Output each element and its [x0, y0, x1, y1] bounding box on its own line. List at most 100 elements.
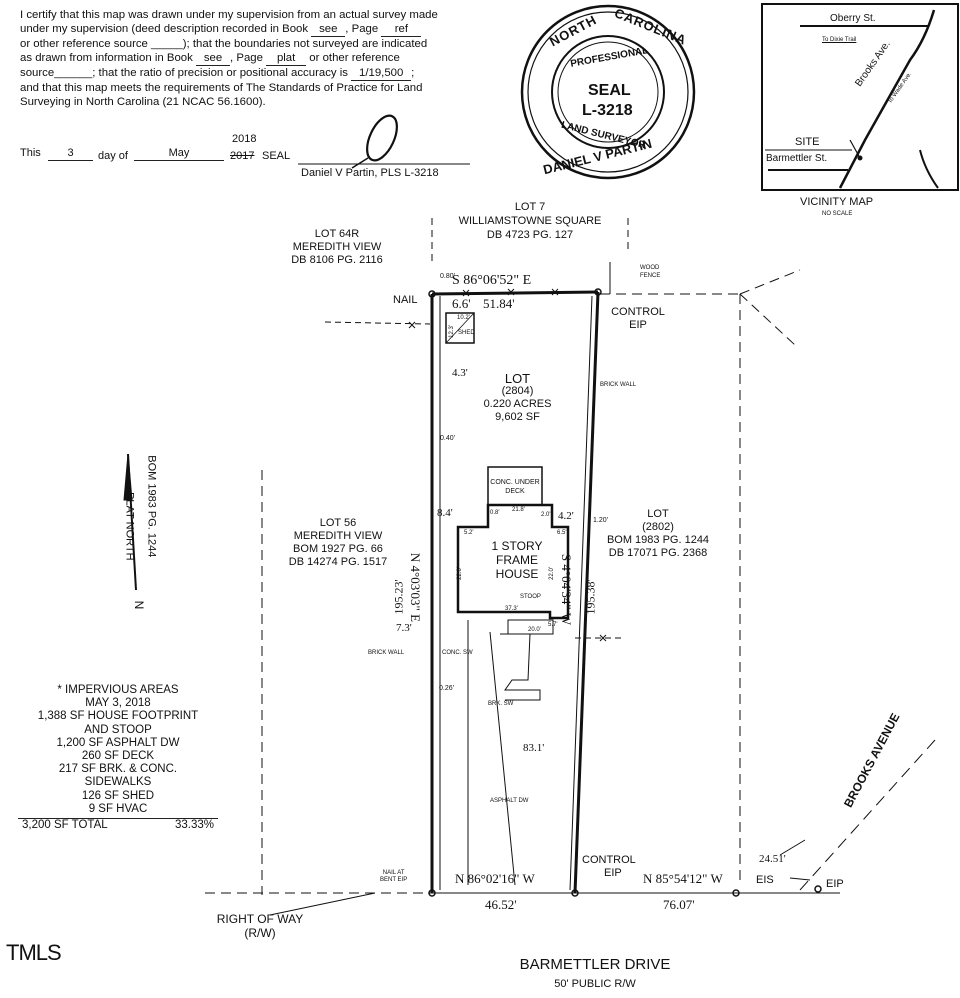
eis-label: EIS: [756, 874, 774, 886]
stoop-label: STOOP: [520, 594, 541, 600]
vicinity-map-frame: [761, 3, 959, 191]
lot56-label: LOT 56 MEREDITH VIEW BOM 1927 PG. 66 DB …: [278, 517, 398, 569]
book-value: see: [311, 22, 346, 37]
dist-4-2: 4.2': [558, 510, 574, 522]
lot-2804-label: LOT (2804) 0.220 ACRES 9,602 SF: [470, 372, 565, 424]
house-label: 1 STORY FRAME HOUSE: [477, 539, 557, 581]
deck-width: 21.8': [512, 507, 525, 513]
impervious-date: MAY 3, 2018: [85, 697, 151, 710]
cert-text: , Page: [345, 23, 379, 35]
dist-5-7: 5.7': [548, 622, 558, 628]
impervious-item: 1,388 SF HOUSE FOOTPRINT: [37, 710, 199, 723]
certification-block: I certify that this map was drawn under …: [20, 8, 520, 109]
lot-2802-label: LOT (2802) BOM 1983 PG. 1244 DB 17071 PG…: [602, 508, 714, 560]
bearing-right: S 4°04'34" W: [559, 553, 575, 626]
cert-line: I certify that this map was drawn under …: [20, 9, 438, 21]
cert-text: , Page: [230, 52, 263, 64]
brick-wall-right: BRICK WALL: [600, 382, 637, 388]
house-h-right: 22.0': [548, 567, 555, 580]
cert-day-of: day of: [98, 150, 128, 162]
impervious-item: 9 SF HVAC: [88, 802, 148, 815]
house-line3: HOUSE: [495, 567, 539, 581]
seal-label: SEAL: [588, 82, 631, 99]
bearing-left: N 4°03'03" E: [408, 552, 424, 623]
dist-51-84: 51.84': [483, 296, 515, 311]
signature-mark: [366, 114, 398, 162]
impervious-title: * IMPERVIOUS AREAS: [57, 684, 179, 696]
right-of-way-text: RIGHT OF WAY: [216, 912, 304, 926]
brk-sw-label: BRK. SW: [488, 701, 514, 707]
vicinity-barmettler: Barmettler St.: [766, 153, 828, 164]
shed-width: 10.2': [457, 315, 470, 321]
control-eip-top: CONTROL EIP: [608, 306, 668, 332]
cert-line: or other reference source _____); that t…: [20, 38, 428, 50]
lot-boundary: [430, 290, 600, 894]
lot56-text: LOT 56: [319, 517, 357, 529]
offset-top: 0.80': [440, 273, 455, 280]
bearing-bottom: N 86°02'16" W: [455, 871, 535, 886]
nail-bent-eip: NAIL AT BENT EIP: [380, 870, 408, 883]
cert-line: Surveying in North Carolina (21 NCAC 56.…: [20, 96, 266, 108]
public-rw-label: 50' PUBLIC R/W: [554, 978, 636, 990]
dist-1-20: 1.20': [593, 517, 608, 524]
nail-label: NAIL: [393, 294, 418, 306]
impervious-item: AND STOOP: [84, 723, 152, 736]
vicinity-site: SITE: [795, 136, 820, 148]
surveyor-name: Daniel V Partin, PLS L-3218: [301, 167, 439, 179]
barmettler-drive-label: BARMETTLER DRIVE: [519, 956, 671, 973]
lot2802-bom: BOM 1983 PG. 1244: [606, 534, 710, 546]
cert-text: as drawn from information in Book: [20, 52, 193, 64]
house-h-left: 22.0': [456, 567, 463, 580]
vicinity-oberry: Oberry St.: [830, 13, 876, 24]
rw-text: (R/W): [244, 926, 276, 940]
vicinity-scale: NO SCALE: [822, 211, 853, 217]
dist-37-3: 37.3': [505, 606, 518, 612]
lot7-text: LOT 7: [514, 201, 546, 213]
dist-195-23: 195.23': [391, 579, 406, 615]
wood-fence-label: WOOD FENCE: [640, 265, 661, 279]
bearing-bottom2: N 85°54'12" W: [643, 871, 723, 886]
right-of-way-label: RIGHT OF WAY (R/W): [210, 912, 310, 940]
tmls-logo: TMLS: [6, 940, 62, 965]
cert-year-struck: 2017: [230, 150, 255, 162]
cert-month: May: [134, 147, 224, 161]
dist-20-0: 20.0': [528, 627, 541, 633]
dist-0-8: 0.8': [490, 510, 500, 516]
dist-7-3: 7.3': [396, 622, 412, 634]
cert-text: source______; that the ratio of precisio…: [20, 67, 348, 79]
seal-license: L-3218: [582, 102, 633, 119]
impervious-areas: * IMPERVIOUS AREAS MAY 3, 2018 1,388 SF …: [18, 684, 218, 832]
conc-under-deck: CONC. UNDER DECK: [490, 479, 540, 495]
eip-bottom-text: EIP: [604, 867, 622, 879]
shed-height: 12.3': [448, 325, 455, 338]
dist-6-5: 6.5': [557, 530, 567, 536]
north-n-label: N: [132, 600, 147, 610]
lot-title: LOT: [504, 371, 531, 386]
lot-sf: 9,602 SF: [495, 411, 540, 423]
house-footprint: [456, 466, 570, 620]
db14274-text: DB 14274 PG. 1517: [288, 556, 388, 568]
asphalt-dw-label: ASPHALT DW: [490, 798, 529, 804]
cert-text: under my supervision (deed description r…: [20, 23, 309, 35]
plat-north-label: PLAT NORTH: [123, 492, 136, 561]
control-eip-bottom: CONTROL EIP: [582, 854, 652, 880]
conc-sw-label: CONC. SW: [442, 650, 473, 656]
dist-195-38: 195.38': [583, 579, 598, 615]
dist-6-6: 6.6': [452, 296, 471, 311]
cert-day: 3: [48, 147, 93, 161]
db8106-text: DB 8106 PG. 2116: [291, 254, 383, 266]
impervious-item: 260 SF DECK: [81, 750, 155, 763]
dist-0-26: 0.26': [439, 685, 454, 692]
eip-text: EIP: [629, 319, 647, 331]
db4723-text: DB 4723 PG. 127: [486, 229, 574, 241]
page-value: plat: [266, 51, 307, 66]
cert-line: under my supervision (deed description r…: [20, 22, 520, 37]
impervious-total: 3,200 SF TOTAL 33.33%: [18, 818, 218, 832]
house-line1: 1 STORY: [491, 539, 543, 553]
bom1927-text: BOM 1927 PG. 66: [293, 543, 383, 555]
cert-seal-word: SEAL: [262, 150, 291, 162]
lot64r-label: LOT 64R MEREDITH VIEW DB 8106 PG. 2116: [272, 228, 402, 267]
dist-24-51: 24.51': [759, 853, 786, 865]
